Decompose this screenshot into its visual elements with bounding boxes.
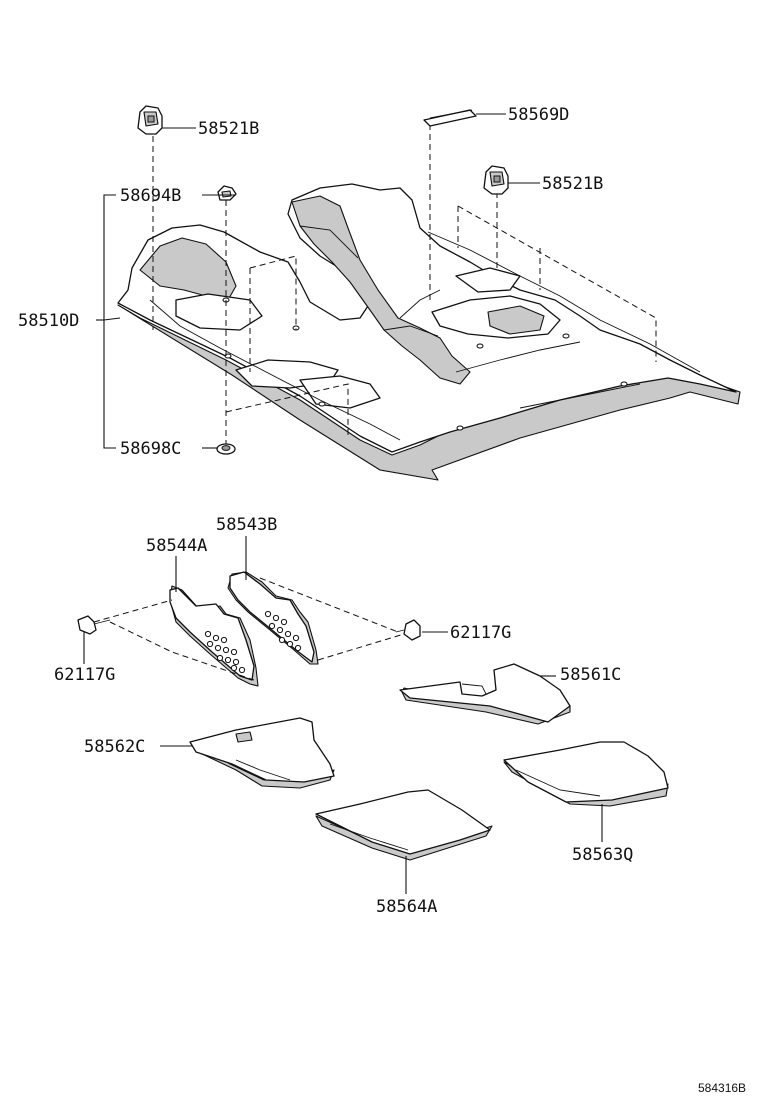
label-58563q: 58563Q [572,845,633,865]
screw-62117g-left [77,615,111,635]
fastener-58694b [217,185,237,201]
label-58561c: 58561C [560,665,621,685]
label-58510d: 58510D [18,311,79,331]
label-62117g-right: 62117G [450,623,511,643]
panel-dashed-guides [93,577,405,681]
clip-58521b-right [483,165,509,195]
panel-58543b [227,571,319,665]
mat-58562c [189,717,335,789]
label-58521b-top: 58521B [198,119,259,139]
figure-id: 584316B [698,1081,746,1095]
floor-carpet-assembly [117,183,741,481]
strip-58569d [423,109,477,127]
label-58564a: 58564A [376,897,437,917]
label-58569d: 58569D [508,105,569,125]
label-58694b: 58694B [120,186,181,206]
screw-62117g-right [395,619,421,641]
label-58562c: 58562C [84,737,145,757]
fastener-58698c [216,443,236,455]
assembly-dashed-guides [152,124,657,446]
mat-58563q [503,741,669,807]
clip-58521b-top [137,105,163,135]
label-58543b: 58543B [216,515,277,535]
leader-lines [83,113,603,894]
part-labels: 58521B 58569D 58521B 58694B 58510D 58698… [18,105,746,1095]
label-58521b-right: 58521B [542,174,603,194]
panel-58544a [169,585,259,687]
label-58544a: 58544A [146,536,207,556]
panel-58543b-holes [264,610,302,652]
mat-58561c [399,663,571,725]
panel-58544a-holes [204,630,246,674]
mat-58564a [315,789,493,861]
label-58698c: 58698C [120,439,181,459]
label-62117g-left: 62117G [54,665,115,685]
